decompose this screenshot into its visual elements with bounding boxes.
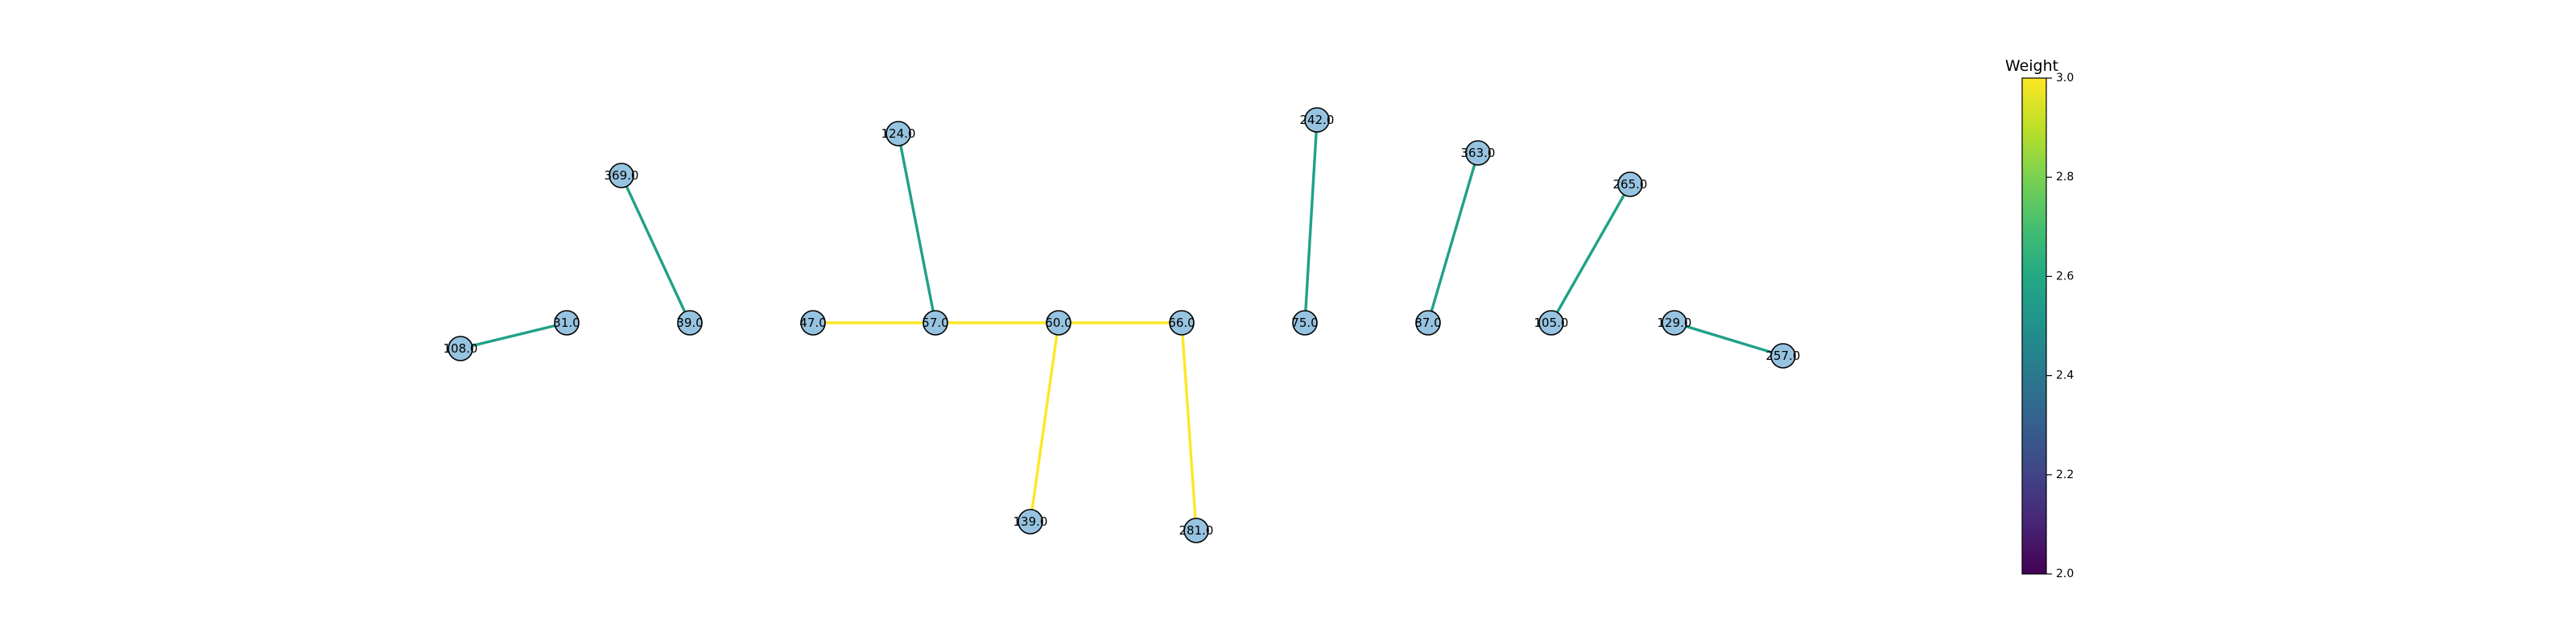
node-label: 369.0 bbox=[605, 168, 639, 183]
graph-node: 363.0 bbox=[1461, 140, 1496, 166]
node-label: 66.0 bbox=[1168, 316, 1195, 330]
node-circle bbox=[1018, 509, 1043, 535]
node-label: 105.0 bbox=[1534, 316, 1569, 330]
colorbar-frame bbox=[2021, 77, 2047, 575]
graph-node: 75.0 bbox=[1291, 310, 1319, 336]
node-circle bbox=[609, 163, 634, 188]
node-circle bbox=[886, 121, 911, 147]
graph-node: 31.0 bbox=[553, 310, 580, 336]
graph-node: 129.0 bbox=[1657, 310, 1692, 336]
node-circle bbox=[1770, 343, 1796, 369]
graph-node: 139.0 bbox=[1013, 509, 1048, 535]
node-circle bbox=[1415, 310, 1441, 336]
graph-node: 281.0 bbox=[1179, 518, 1214, 543]
node-circle bbox=[1662, 310, 1687, 336]
colorbar-ticks: 2.0 2.2 2.4 2.6 2.8 3.0 bbox=[2046, 72, 2074, 580]
edge-369.0-39.0 bbox=[620, 174, 691, 324]
graph-node: 87.0 bbox=[1414, 310, 1442, 336]
edge-66.0-281.0 bbox=[1180, 321, 1198, 532]
node-circle bbox=[800, 310, 826, 336]
node-label: 242.0 bbox=[1300, 113, 1335, 127]
node-label: 281.0 bbox=[1179, 523, 1214, 538]
graph-node: 39.0 bbox=[676, 310, 704, 336]
node-label: 47.0 bbox=[799, 316, 826, 330]
node-circle bbox=[1046, 310, 1071, 336]
colorbar-tick-label: 3.0 bbox=[2056, 72, 2074, 85]
edges bbox=[459, 118, 1785, 532]
colorbar-tick-label: 2.2 bbox=[2056, 469, 2074, 481]
node-label: 257.0 bbox=[1766, 349, 1801, 363]
node-circle bbox=[1465, 140, 1491, 166]
node-circle bbox=[448, 336, 473, 361]
nodes: 108.0 31.0 369.0 39.0 47.0 124.0 57.0 60.0 139.0… bbox=[444, 107, 1801, 543]
colorbar: Weight 2.0 2.2 2.4 2.6 2.8 3.0 bbox=[2005, 57, 2074, 580]
node-circle bbox=[1292, 310, 1318, 336]
edge-60.0-139.0 bbox=[1029, 321, 1060, 523]
graph-node: 124.0 bbox=[881, 121, 916, 147]
node-circle bbox=[1169, 310, 1195, 336]
node-circle bbox=[554, 310, 580, 336]
node-circle bbox=[1538, 310, 1564, 336]
colorbar-title: Weight bbox=[2005, 57, 2058, 75]
node-label: 124.0 bbox=[881, 126, 916, 141]
colorbar-tick-label: 2.6 bbox=[2056, 270, 2074, 283]
graph-node: 108.0 bbox=[444, 336, 478, 361]
node-label: 57.0 bbox=[922, 316, 948, 330]
node-label: 87.0 bbox=[1414, 316, 1441, 330]
edge-363.0-87.0 bbox=[1426, 151, 1480, 324]
graph-node: 66.0 bbox=[1168, 310, 1195, 336]
colorbar-tick-label: 2.0 bbox=[2056, 568, 2074, 580]
graph-node: 47.0 bbox=[799, 310, 827, 336]
node-circle bbox=[1183, 518, 1209, 543]
graph-node: 242.0 bbox=[1300, 107, 1335, 133]
graph-node: 57.0 bbox=[922, 310, 949, 336]
edge-265.0-105.0 bbox=[1550, 183, 1632, 324]
node-circle bbox=[923, 310, 948, 336]
node-label: 129.0 bbox=[1657, 316, 1692, 330]
graph-node: 369.0 bbox=[605, 163, 639, 188]
node-label: 108.0 bbox=[444, 341, 478, 356]
node-label: 139.0 bbox=[1013, 514, 1048, 529]
graph-node: 265.0 bbox=[1613, 171, 1648, 197]
graph-node: 60.0 bbox=[1045, 310, 1072, 336]
colorbar-gradient bbox=[2022, 78, 2046, 574]
graph-node: 257.0 bbox=[1766, 343, 1801, 369]
node-label: 363.0 bbox=[1461, 146, 1496, 160]
node-label: 75.0 bbox=[1291, 316, 1318, 330]
edge-129.0-257.0 bbox=[1673, 321, 1785, 357]
graph-node: 105.0 bbox=[1534, 310, 1569, 336]
node-label: 39.0 bbox=[676, 316, 703, 330]
node-circle bbox=[677, 310, 703, 336]
colorbar-tick-label: 2.4 bbox=[2056, 369, 2074, 382]
edge-108.0-31.0 bbox=[459, 321, 568, 350]
edge-124.0-57.0 bbox=[897, 132, 937, 324]
node-label: 31.0 bbox=[553, 316, 580, 330]
node-label: 265.0 bbox=[1613, 177, 1648, 192]
colorbar-tick-label: 2.8 bbox=[2056, 171, 2074, 184]
node-circle bbox=[1304, 107, 1330, 133]
node-circle bbox=[1617, 171, 1643, 197]
node-label: 60.0 bbox=[1045, 316, 1071, 330]
edge-242.0-75.0 bbox=[1303, 118, 1319, 324]
